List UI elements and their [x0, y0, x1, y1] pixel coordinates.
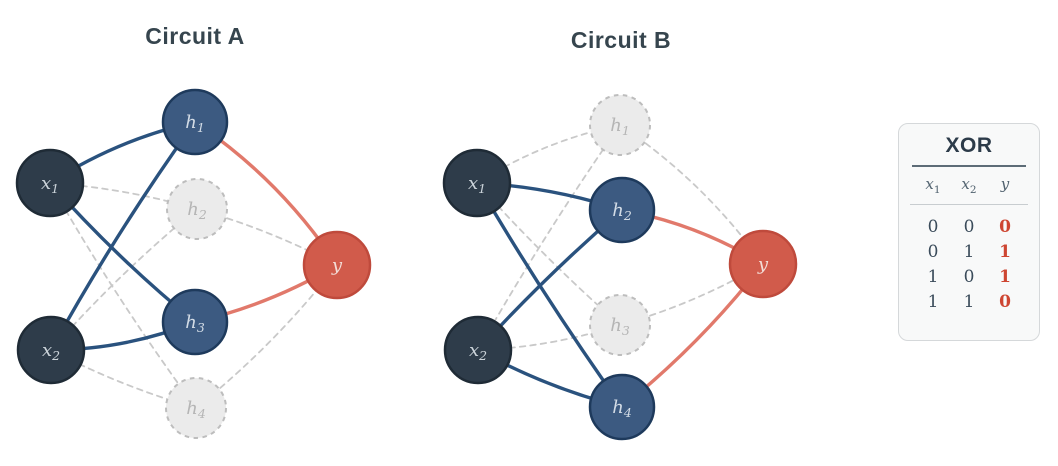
xor-col-header-x1: x1	[925, 175, 941, 196]
circuit-a-node-h2-label: h2	[187, 199, 207, 222]
circuit-b-node-h2-label: h2	[612, 200, 632, 223]
circuit-a-node-h1-label: h1	[185, 112, 205, 135]
circuit-b-node-x1-label: x1	[468, 173, 486, 196]
circuit-a-node-h1	[161, 88, 229, 156]
circuit-a-title: Circuit A	[145, 23, 245, 49]
circuit-b-node-y	[728, 229, 798, 299]
circuit-a-node-h3-label: h3	[185, 312, 205, 335]
circuit-a-node-y-label: y	[331, 255, 343, 276]
xor-table-title: XOR	[945, 134, 993, 157]
xor-cell-y: 0	[999, 292, 1011, 312]
xor-table-row: 1 0 1	[915, 265, 1023, 290]
circuit-a-node-y	[302, 230, 372, 300]
xor-table-divider-thin	[910, 204, 1028, 205]
circuit-a-node-x1	[15, 148, 85, 218]
circuit-b-node-h2	[588, 176, 656, 244]
circuit-b: x1 x2 h1 h2 h3 h4 y Circuit B	[442, 27, 798, 441]
circuit-b-node-h3-label: h3	[610, 315, 630, 338]
circuit-a-node-h4	[165, 377, 227, 439]
circuit-a: x1 x2 h1 h2 h3 h4 y Circuit A	[15, 23, 372, 439]
xor-table-body: 0 0 0 0 1 1 1 0 1 1 1 0	[899, 205, 1039, 315]
xor-cell-y: 1	[999, 242, 1011, 262]
circuit-b-node-x2	[443, 315, 513, 385]
xor-table-row: 1 1 0	[915, 290, 1023, 315]
xor-cell-x1: 1	[927, 292, 939, 312]
circuit-a-edge-h2-y	[196, 208, 338, 266]
xor-cell-x2: 1	[963, 242, 975, 262]
circuit-a-node-h4-label: h4	[186, 398, 206, 421]
circuit-b-title: Circuit B	[571, 27, 671, 53]
xor-cell-x2: 0	[963, 267, 975, 287]
xor-table-card: XOR x1 x2 y 0 0 0 0 1 1 1 0 1 1 1 0	[898, 123, 1040, 341]
circuit-a-node-x2-label: x2	[42, 340, 60, 363]
xor-col-header-y: y	[1000, 175, 1010, 193]
circuit-b-node-y-label: y	[757, 254, 769, 275]
circuit-b-node-h3	[589, 294, 651, 356]
xor-cell-y: 1	[999, 267, 1011, 287]
circuit-b-node-h4-label: h4	[612, 397, 632, 420]
xor-cell-x2: 1	[963, 292, 975, 312]
circuit-a-edge-x2-h1	[49, 120, 197, 352]
circuit-b-node-h4	[588, 373, 656, 441]
xor-table-divider-thick	[912, 165, 1026, 167]
circuit-a-node-x2	[16, 315, 86, 385]
xor-cell-x1: 1	[927, 267, 939, 287]
xor-cell-y: 0	[999, 217, 1011, 237]
xor-cell-x2: 0	[963, 217, 975, 237]
xor-table-row: 0 0 0	[915, 215, 1023, 240]
circuit-b-node-x2-label: x2	[469, 340, 487, 363]
circuit-a-node-h2	[166, 178, 228, 240]
circuit-a-node-h3	[161, 288, 229, 356]
xor-cell-x1: 0	[927, 217, 939, 237]
circuit-b-node-x1	[442, 148, 512, 218]
xor-table-header-row: x1 x2 y	[899, 167, 1039, 196]
circuit-b-node-h1-label: h1	[610, 115, 630, 138]
circuit-a-node-x1-label: x1	[41, 173, 59, 196]
xor-col-header-x2: x2	[961, 175, 977, 196]
xor-table-row: 0 1 1	[915, 240, 1023, 265]
circuit-b-node-h1	[589, 94, 651, 156]
xor-cell-x1: 0	[927, 242, 939, 262]
